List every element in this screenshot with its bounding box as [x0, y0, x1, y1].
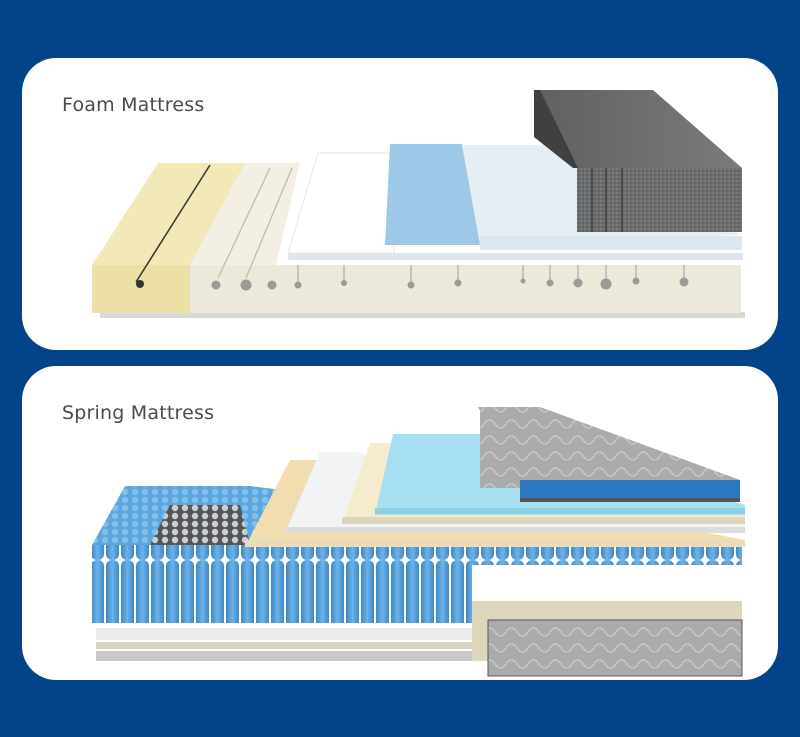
foam-mattress-card: Foam Mattress [22, 58, 778, 350]
foam-mattress-title: Foam Mattress [62, 94, 205, 116]
spring-mattress-layers-icon [92, 407, 745, 677]
spring-mattress-card: Spring Mattress [22, 366, 778, 680]
spring-mattress-title: Spring Mattress [62, 402, 215, 424]
foam-mattress-layers-icon [92, 90, 745, 318]
